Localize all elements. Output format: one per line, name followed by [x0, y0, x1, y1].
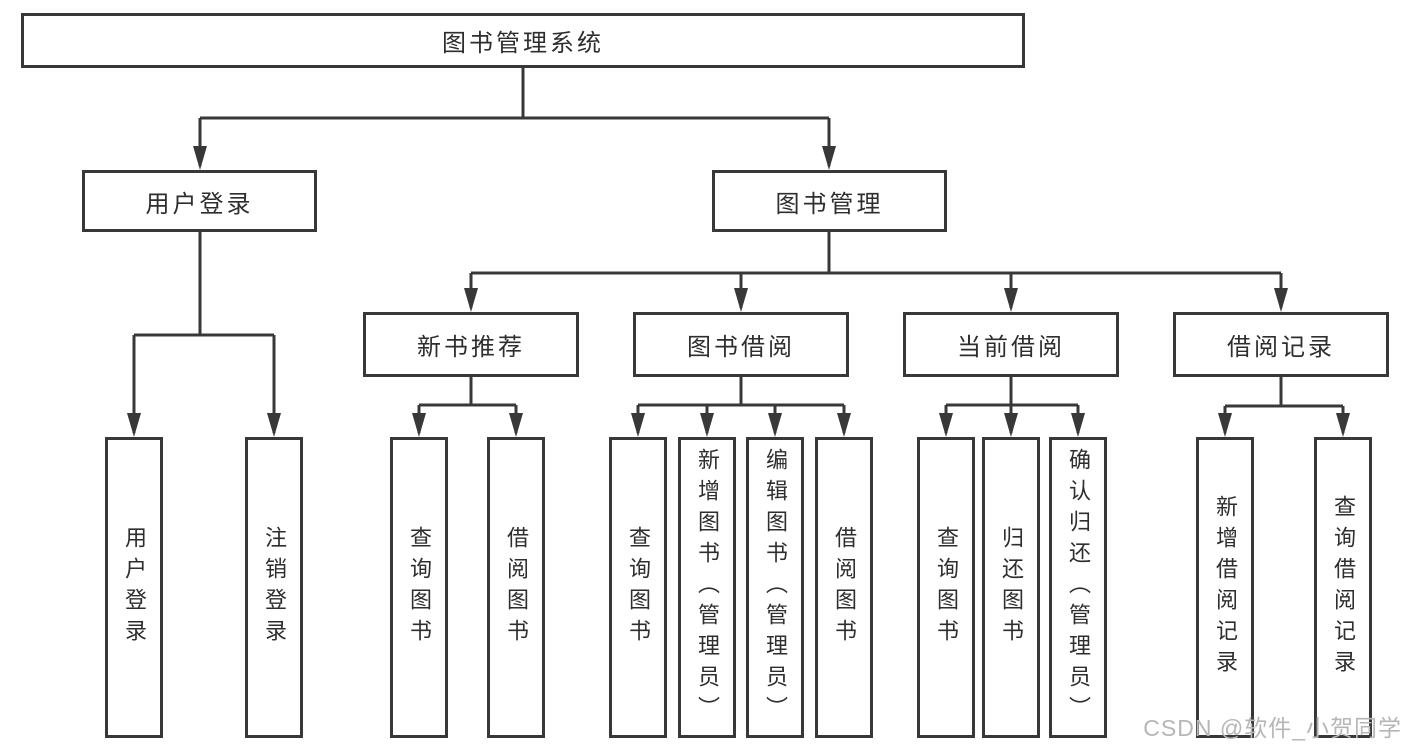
node-current-borrowing: 当前借阅 — [903, 312, 1119, 377]
node-leaf-current-query: 查询图书 — [917, 437, 975, 738]
leaf-label: 新增借阅记录 — [1213, 494, 1238, 681]
csdn-watermark: CSDN @软件_小贺同学 — [1143, 715, 1402, 741]
leaf-label: 确认归还（管理员） — [1066, 448, 1091, 727]
node-leaf-current-return: 归还图书 — [982, 437, 1040, 738]
node-leaf-user-login: 用户登录 — [105, 437, 163, 738]
node-system-root: 图书管理系统 — [21, 13, 1025, 68]
node-new-books: 新书推荐 — [363, 312, 579, 377]
arrowheads — [127, 146, 1350, 437]
node-leaf-borrowing-borrow: 借阅图书 — [815, 437, 873, 738]
node-leaf-borrowing-query: 查询图书 — [609, 437, 667, 738]
node-leaf-borrowing-edit: 编辑图书（管理员） — [746, 437, 804, 738]
node-leaf-newbooks-borrow: 借阅图书 — [487, 437, 545, 738]
node-leaf-current-confirm: 确认归还（管理员） — [1049, 437, 1107, 738]
leaf-label: 借阅图书 — [832, 525, 857, 650]
leaf-label: 新增图书（管理员） — [695, 448, 720, 727]
node-user-login: 用户登录 — [82, 170, 317, 232]
leaf-label: 注销登录 — [262, 525, 287, 650]
leaf-label: 查询图书 — [626, 525, 651, 650]
node-leaf-logout: 注销登录 — [245, 437, 303, 738]
leaf-label: 归还图书 — [999, 525, 1024, 650]
node-leaf-borrowing-add: 新增图书（管理员） — [678, 437, 736, 738]
leaf-label: 编辑图书（管理员） — [763, 448, 788, 727]
leaf-label: 查询图书 — [934, 525, 959, 650]
node-book-management: 图书管理 — [712, 170, 947, 232]
node-leaf-newbooks-query: 查询图书 — [390, 437, 448, 738]
node-leaf-records-query: 查询借阅记录 — [1314, 437, 1372, 738]
leaf-label: 借阅图书 — [504, 525, 529, 650]
leaf-label: 用户登录 — [122, 525, 147, 650]
leaf-label: 查询借阅记录 — [1331, 494, 1356, 681]
leaf-label: 查询图书 — [407, 525, 432, 650]
node-book-borrowing: 图书借阅 — [633, 312, 849, 377]
node-borrowing-records: 借阅记录 — [1173, 312, 1389, 377]
node-leaf-records-add: 新增借阅记录 — [1196, 437, 1254, 738]
